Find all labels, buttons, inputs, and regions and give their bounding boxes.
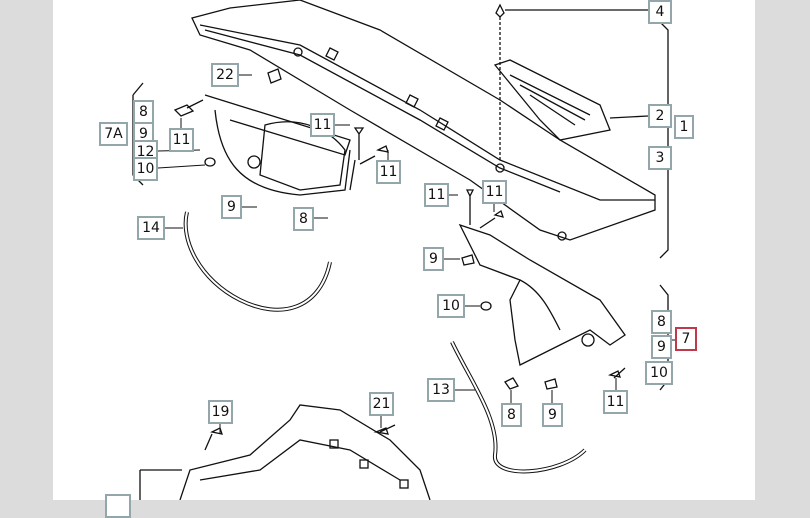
callout-9[interactable]: 9 (221, 195, 242, 219)
callout-partial[interactable] (105, 494, 131, 518)
right-bracket-drawing (458, 189, 626, 390)
callout-10[interactable]: 10 (645, 361, 673, 385)
group-bracket-1 (659, 21, 669, 259)
leader-lines (157, 74, 675, 434)
callout-19[interactable]: 19 (208, 400, 233, 424)
callout-2[interactable]: 2 (648, 104, 672, 128)
callout-11[interactable]: 11 (424, 183, 449, 207)
callout-11[interactable]: 11 (603, 390, 628, 414)
callout-9[interactable]: 9 (423, 247, 444, 271)
callout-21[interactable]: 21 (369, 392, 394, 416)
callout-8[interactable]: 8 (133, 100, 154, 124)
cowl-panel-drawing (191, 0, 656, 241)
exploded-view-drawing (132, 0, 675, 500)
hose-14-inner (184, 211, 331, 311)
callout-1[interactable]: 1 (674, 115, 694, 139)
callout-3[interactable]: 3 (648, 146, 672, 170)
callout-14[interactable]: 14 (137, 216, 165, 240)
callout-10[interactable]: 10 (437, 294, 465, 318)
callout-8[interactable]: 8 (293, 207, 314, 231)
callout-9[interactable]: 9 (651, 335, 672, 359)
callout-11[interactable]: 11 (482, 180, 507, 204)
callout-7a[interactable]: 7A (99, 122, 128, 146)
callout-7-highlighted[interactable]: 7 (675, 327, 697, 351)
hose-13-inner (451, 341, 586, 473)
callout-11[interactable]: 11 (376, 160, 401, 184)
callout-8[interactable]: 8 (501, 403, 522, 427)
lower-panel-drawing (139, 404, 431, 500)
callout-9[interactable]: 9 (542, 403, 563, 427)
callout-10[interactable]: 10 (133, 157, 158, 181)
grille-trim-drawing (493, 3, 649, 160)
left-bracket-drawing (173, 68, 389, 196)
callout-22[interactable]: 22 (211, 63, 239, 87)
callout-4[interactable]: 4 (648, 0, 672, 24)
parts-diagram: 4 22 8 7A 9 12 10 11 11 11 9 8 14 2 1 3 … (53, 0, 755, 518)
callout-11[interactable]: 11 (169, 128, 194, 152)
callout-8[interactable]: 8 (651, 310, 672, 334)
callout-11[interactable]: 11 (310, 113, 335, 137)
callout-13[interactable]: 13 (427, 378, 455, 402)
